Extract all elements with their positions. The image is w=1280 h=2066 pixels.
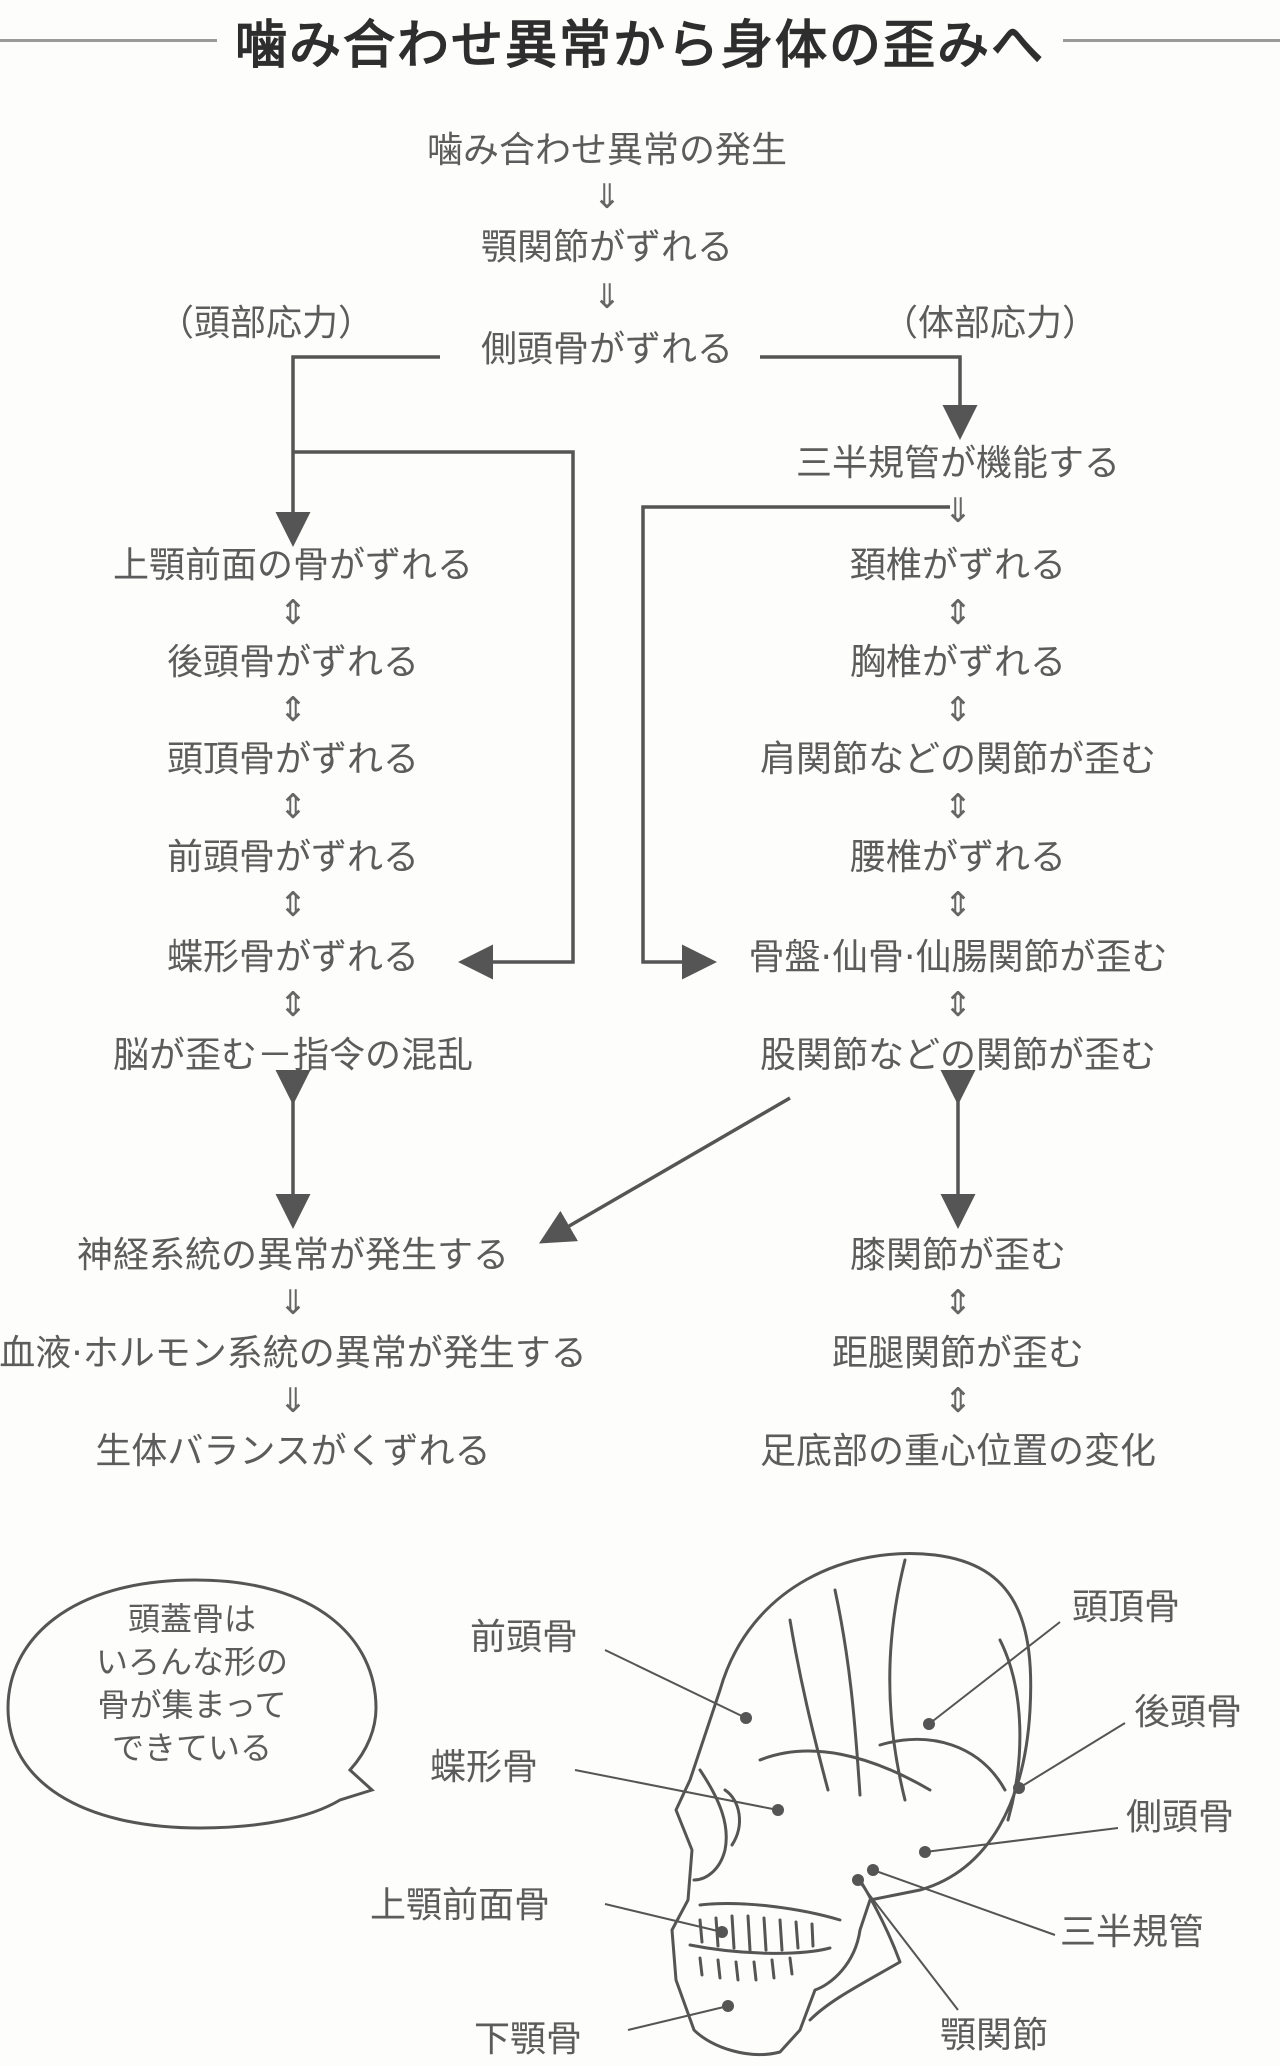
- node-pelvis-distortion: 骨盤·仙骨·仙腸関節が歪む: [748, 937, 1168, 978]
- updown-arrow-icon: ⇕: [278, 985, 308, 1025]
- updown-arrow-icon: ⇕: [278, 593, 308, 633]
- node-ankle-distortion: 距腿関節が歪む: [831, 1333, 1085, 1374]
- body-loop-line: [641, 505, 950, 980]
- down-arrow-icon: ⇓: [592, 277, 622, 317]
- node-maxilla-shift: 上顎前面の骨がずれる: [112, 545, 474, 586]
- speech-bubble: [6, 1578, 378, 1830]
- node-balance-collapse: 生体バランスがくずれる: [95, 1431, 491, 1472]
- node-foot-center-change: 足底部の重心位置の変化: [759, 1431, 1157, 1472]
- node-temporal-shift: 側頭骨がずれる: [480, 329, 734, 370]
- label-frontal: 前頭骨: [470, 1617, 579, 1658]
- label-parietal: 頭頂骨: [1072, 1587, 1181, 1628]
- label-sphenoid: 蝶形骨: [430, 1747, 539, 1788]
- body-stress-label: （体部応力）: [882, 303, 1099, 344]
- label-occipital: 後頭骨: [1134, 1692, 1243, 1733]
- node-shoulder-distortion: 肩関節などの関節が歪む: [759, 739, 1157, 780]
- node-blood-hormone-abnormality: 血液·ホルモン系統の異常が発生する: [0, 1333, 587, 1374]
- head-loop-line: [293, 450, 575, 980]
- updown-arrow-icon: ⇕: [943, 593, 973, 633]
- node-occlusion-abnormality: 噛み合わせ異常の発生: [426, 130, 788, 171]
- label-tmj: 顎関節: [940, 2015, 1049, 2056]
- down-arrow-icon: ⇓: [943, 491, 973, 531]
- bubble-text: 頭蓋骨は いろんな形の 骨が集まって できている: [72, 1598, 312, 1770]
- head-branch-line: [275, 355, 440, 547]
- down-arrow-icon: ⇓: [278, 1283, 308, 1323]
- node-knee-distortion: 膝関節が歪む: [849, 1235, 1067, 1276]
- node-parietal-shift: 頭頂骨がずれる: [166, 739, 420, 780]
- node-lumbar-shift: 腰椎がずれる: [849, 837, 1067, 878]
- node-semicircular-canal: 三半規管が機能する: [795, 443, 1121, 484]
- skull-leader-lines: [574, 1621, 1126, 2031]
- node-frontal-shift: 前頭骨がずれる: [166, 837, 420, 878]
- title-rule-left: [0, 38, 217, 42]
- node-occipital-shift: 後頭骨がずれる: [166, 642, 420, 683]
- page-title: 噛み合わせ異常から身体の歪みへ: [0, 0, 1280, 80]
- skull-points: [716, 1712, 1025, 2012]
- head-stress-label: （頭部応力）: [158, 303, 375, 344]
- hip-nerve-diagonal-arrow: [538, 1096, 791, 1244]
- label-temporal: 側頭骨: [1126, 1797, 1235, 1838]
- bubble-line: できている: [111, 1729, 272, 1767]
- bubble-line: いろんな形の: [95, 1643, 288, 1681]
- node-hip-distortion: 股関節などの関節が歪む: [759, 1035, 1157, 1076]
- updown-arrow-icon: ⇕: [943, 885, 973, 925]
- updown-arrow-icon: ⇕: [278, 787, 308, 827]
- node-cervical-shift: 頚椎がずれる: [849, 545, 1067, 586]
- updown-arrow-icon: ⇕: [943, 985, 973, 1025]
- bubble-line: 骨が集まって: [97, 1686, 287, 1724]
- node-sphenoid-shift: 蝶形骨がずれる: [166, 937, 420, 978]
- body-branch-line: [760, 355, 978, 440]
- updown-arrow-icon: ⇕: [943, 1381, 973, 1421]
- updown-arrow-icon: ⇕: [943, 690, 973, 730]
- node-tmj-shift: 顎関節がずれる: [480, 227, 734, 268]
- node-nervous-abnormality: 神経系統の異常が発生する: [76, 1235, 510, 1276]
- skull-illustration: [670, 1552, 1033, 2057]
- node-brain-distortion: 脳が歪む－指令の混乱: [112, 1035, 474, 1076]
- updown-arrow-icon: ⇕: [278, 885, 308, 925]
- label-mandible: 下顎骨: [474, 2019, 583, 2060]
- label-semicircular: 三半規管: [1060, 1912, 1205, 1953]
- node-thoracic-shift: 胸椎がずれる: [849, 642, 1067, 683]
- bubble-line: 頭蓋骨は: [127, 1600, 256, 1638]
- updown-arrow-icon: ⇕: [943, 787, 973, 827]
- updown-arrow-icon: ⇕: [943, 1283, 973, 1323]
- down-arrow-icon: ⇓: [592, 177, 622, 217]
- title-text: 噛み合わせ異常から身体の歪みへ: [235, 15, 1046, 76]
- title-rule-right: [1063, 38, 1280, 42]
- label-maxilla: 上顎前面骨: [370, 1885, 551, 1926]
- down-arrow-icon: ⇓: [278, 1381, 308, 1421]
- updown-arrow-icon: ⇕: [278, 690, 308, 730]
